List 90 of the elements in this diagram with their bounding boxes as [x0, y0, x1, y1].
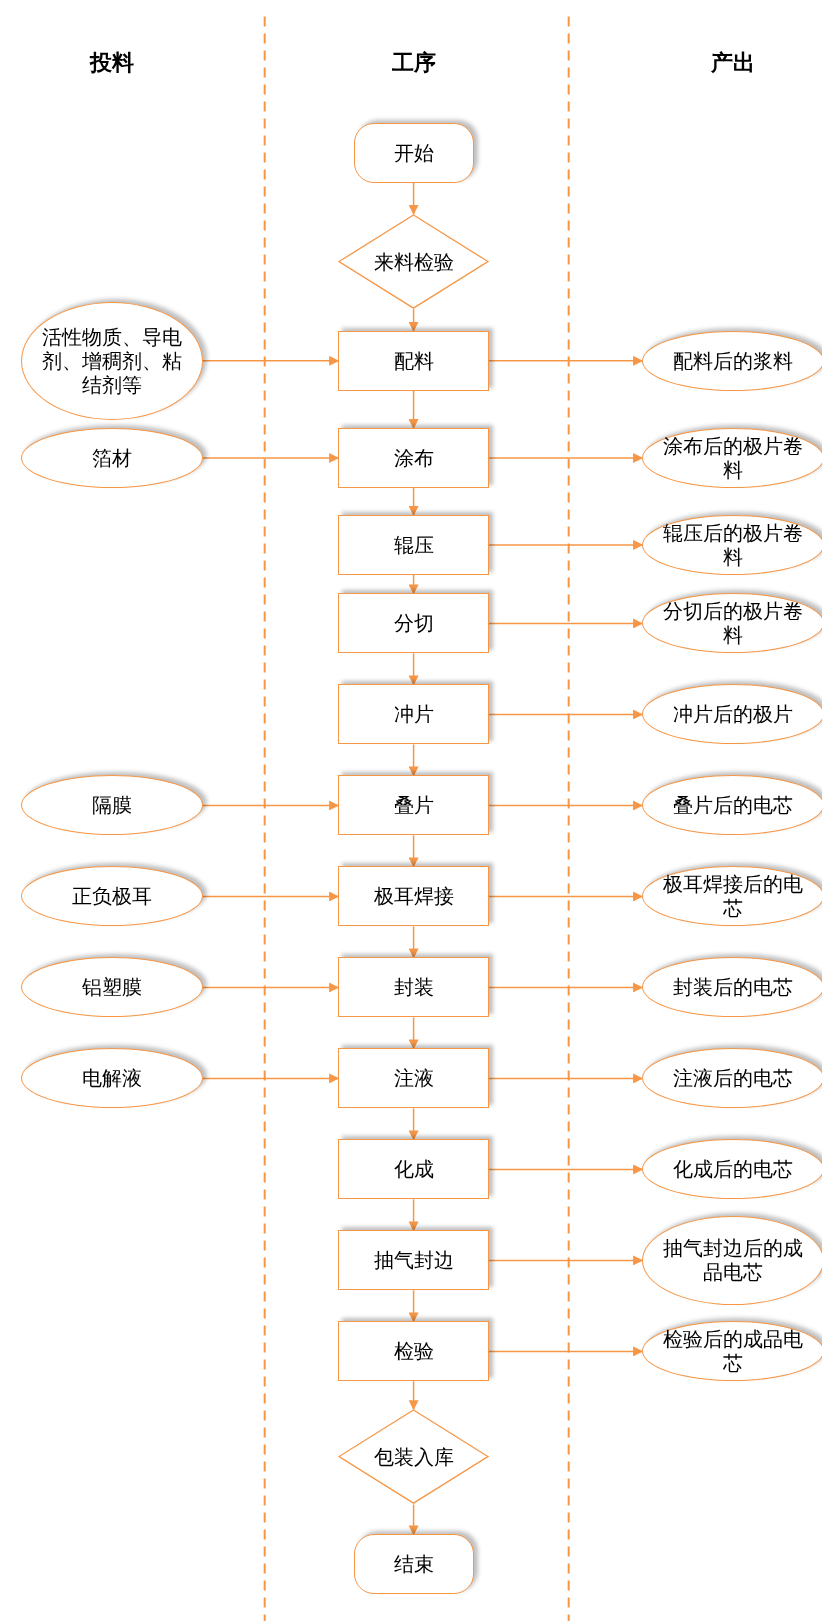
- node-label: 结束: [392, 1552, 435, 1577]
- arrow: [488, 453, 644, 464]
- material-ellipse: [642, 428, 822, 488]
- arrow: [408, 487, 419, 516]
- node-label: 涂布: [392, 446, 435, 471]
- process-box: [338, 866, 490, 927]
- node-label: 化成后的电芯: [672, 1157, 795, 1182]
- node-label: 注液后的电芯: [672, 1066, 795, 1091]
- column-heading: 工序: [391, 48, 436, 77]
- arrow: [408, 1289, 419, 1323]
- arrow: [488, 800, 644, 811]
- process-box: [338, 684, 490, 745]
- node-label: 来料检验: [372, 249, 455, 274]
- arrow: [408, 1016, 419, 1050]
- arrow: [488, 1073, 644, 1084]
- process-box: [338, 428, 490, 488]
- node-label: 辊压: [392, 532, 435, 557]
- node-label: 开始: [392, 141, 435, 165]
- arrow: [408, 652, 419, 686]
- node-label: 检验后的成品电芯: [662, 1327, 805, 1376]
- arrow: [408, 1503, 419, 1536]
- node-label: 正负极耳: [70, 884, 153, 909]
- arrow: [408, 925, 419, 959]
- process-box: [338, 514, 490, 575]
- node-label: 分切后的极片卷料: [662, 599, 805, 648]
- node-label: 化成: [392, 1157, 435, 1182]
- arrow: [201, 355, 340, 366]
- arrow: [408, 1107, 419, 1141]
- arrow: [408, 574, 419, 595]
- material-ellipse: [642, 514, 822, 575]
- node-label: 箔材: [90, 446, 133, 471]
- process-box: [338, 1048, 490, 1109]
- node-label: 电解液: [80, 1066, 143, 1091]
- node-label: 辊压后的极片卷料: [662, 520, 805, 569]
- node-label: 分切: [392, 611, 435, 636]
- arrow: [408, 834, 419, 868]
- arrow: [488, 1164, 644, 1175]
- arrow: [408, 182, 419, 216]
- node-label: 叠片: [392, 793, 435, 818]
- arrow: [488, 539, 644, 550]
- terminal-box: [353, 123, 474, 183]
- arrow: [488, 1346, 644, 1357]
- arrow: [488, 1255, 644, 1266]
- arrow: [201, 891, 340, 902]
- material-ellipse: [642, 330, 822, 391]
- arrow: [488, 355, 644, 366]
- node-label: 配料后的浆料: [672, 348, 795, 373]
- arrow: [488, 891, 644, 902]
- arrow: [201, 982, 340, 993]
- column-heading: 产出: [711, 48, 756, 77]
- node-label: 配料: [392, 348, 435, 373]
- node-label: 隔膜: [90, 793, 133, 818]
- arrow: [201, 453, 340, 464]
- node-label: 抽气封边后的成品电芯: [662, 1236, 805, 1285]
- arrow: [408, 1380, 419, 1411]
- arrow: [408, 743, 419, 777]
- arrow: [408, 1198, 419, 1232]
- arrow: [488, 982, 644, 993]
- node-label: 极耳焊接: [372, 884, 455, 909]
- column-heading: 投料: [89, 48, 134, 77]
- node-label: 包装入库: [372, 1444, 455, 1469]
- node-label: 封装后的电芯: [672, 975, 795, 1000]
- node-label: 检验: [392, 1339, 435, 1364]
- process-box: [338, 775, 490, 836]
- process-box: [338, 593, 490, 654]
- decision-diamond: [338, 214, 490, 310]
- terminal-box: [353, 1534, 474, 1595]
- node-label: 冲片后的极片: [672, 702, 795, 727]
- arrow: [408, 390, 419, 430]
- node-label: 铝塑膜: [80, 975, 143, 1000]
- arrow: [201, 1073, 340, 1084]
- node-label: 叠片后的电芯: [672, 793, 795, 818]
- process-box: [338, 330, 490, 391]
- process-box: [338, 1321, 490, 1382]
- arrow: [408, 308, 419, 332]
- process-box: [338, 1139, 490, 1200]
- arrow: [488, 709, 644, 720]
- node-label: 封装: [392, 975, 435, 1000]
- arrow: [201, 800, 340, 811]
- node-label: 活性物质、导电剂、增稠剂、粘结剂等: [40, 324, 183, 397]
- node-label: 注液: [392, 1066, 435, 1091]
- material-ellipse: [20, 428, 203, 488]
- process-box: [338, 957, 490, 1018]
- node-label: 冲片: [392, 702, 435, 727]
- arrow: [488, 618, 644, 629]
- node-label: 抽气封边: [372, 1248, 455, 1273]
- process-box: [338, 1230, 490, 1291]
- node-label: 涂布后的极片卷料: [662, 434, 805, 483]
- node-label: 极耳焊接后的电芯: [662, 872, 805, 921]
- decision-diamond: [338, 1409, 490, 1505]
